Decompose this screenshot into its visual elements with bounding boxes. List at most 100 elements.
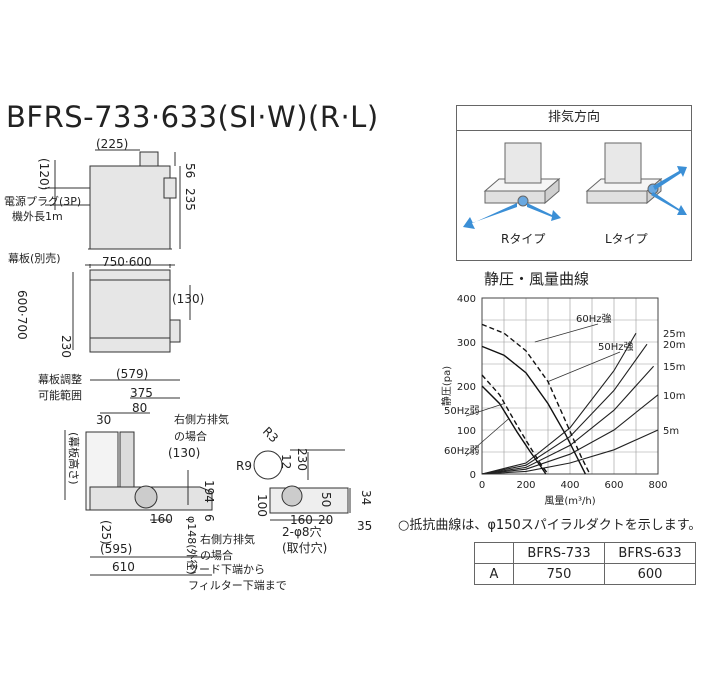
y-tick-label: 300 — [457, 338, 476, 349]
dim-35: 35 — [357, 519, 372, 533]
hood-body-top — [89, 165, 171, 250]
table-cell: 600 — [604, 563, 696, 585]
dim-width: 750·600 — [102, 255, 152, 269]
exhaust-diagrams: Rタイプ Lタイプ — [463, 142, 687, 246]
dim-56: 56 — [183, 163, 197, 178]
table-header-cell — [474, 542, 514, 564]
label-hood-1: フード下端から — [188, 563, 265, 576]
dim-595: (595) — [100, 542, 132, 556]
x-tick-label: 0 — [479, 480, 485, 491]
label-right-exhaust-3: 右側方排気 — [200, 532, 255, 546]
resistance-curve — [481, 343, 648, 475]
label-adjust-2: 可能範囲 — [38, 388, 82, 402]
label-adjust-1: 幕板調整 — [38, 372, 82, 386]
resistance-curve-label: 10m — [663, 391, 685, 402]
fan-curve-leader — [547, 351, 621, 382]
dim-375: 375 — [130, 386, 153, 400]
exhaust-direction-title: 排気方向 — [457, 106, 691, 131]
r-type-unit — [483, 142, 561, 207]
fan-curve — [481, 374, 549, 475]
duct-detail — [269, 487, 349, 514]
fan-curve-label: 50Hz弱 — [444, 405, 480, 417]
r-type-arrows — [463, 203, 561, 229]
dim-100: 100 — [255, 494, 269, 517]
dim-230b: 230 — [295, 448, 309, 471]
x-tick-label: 600 — [604, 480, 623, 491]
dim-side-130: (130) — [172, 292, 204, 306]
label-cord: 機外長1m — [12, 209, 63, 223]
label-right-exhaust-2: の場合 — [174, 429, 207, 443]
dim-230: 230 — [59, 335, 73, 358]
dim-194: 194 — [202, 480, 216, 503]
resistance-curve-label: 5m — [663, 426, 679, 437]
dim-235: 235 — [183, 188, 197, 211]
dim-160b: 160 — [290, 513, 313, 527]
l-type-arrows — [651, 166, 687, 215]
table-cell: 750 — [513, 563, 605, 585]
dim-12: 12 — [279, 454, 293, 469]
fan-curve-label: 60Hz弱 — [444, 445, 480, 457]
resistance-curve — [481, 429, 659, 475]
y-tick-label: 400 — [457, 294, 476, 305]
table-header-row: BFRS-733 BFRS-633 — [474, 542, 696, 564]
dim-120: (120) — [37, 158, 51, 190]
x-axis-label: 風量(m³/h) — [544, 495, 595, 507]
dim-160: 160 — [150, 512, 173, 526]
fan-curve-leader — [534, 323, 599, 343]
label-holes-2: (取付穴) — [282, 540, 327, 555]
fan-curve — [481, 323, 591, 475]
label-panel-height: (幕板高さ) — [67, 432, 81, 485]
resistance-curve-note: ○抵抗曲線は、φ150スパイラルダクトを示します。 — [398, 518, 701, 533]
page-title: BFRS-733·633(SI·W)(R·L) — [6, 100, 379, 134]
y-tick-label: 0 — [470, 470, 476, 481]
label-panel: 幕板(別売) — [8, 251, 61, 265]
x-tick-label: 400 — [560, 480, 579, 491]
y-tick-label: 200 — [457, 382, 476, 393]
table-header-cell: BFRS-633 — [604, 542, 696, 564]
resistance-curve-label: 15m — [663, 362, 685, 373]
resistance-curve — [481, 394, 659, 475]
y-axis-label: 静圧(pa) — [440, 366, 453, 406]
label-holes-1: 2-φ8穴 — [282, 524, 322, 539]
l-type-unit — [585, 142, 663, 205]
fan-curve-leader — [465, 418, 509, 457]
resistance-curve — [481, 365, 655, 475]
resistance-curve-label: 25m — [663, 329, 685, 340]
dim-side-130b: (130) — [168, 446, 200, 460]
label-plug: 電源プラグ(3P) — [4, 194, 81, 208]
dim-610: 610 — [112, 560, 135, 574]
dim-6: 6 — [202, 514, 216, 522]
dim-phi148: φ148(外径) — [185, 516, 198, 575]
label-right-exhaust-4: の場合 — [200, 548, 233, 562]
r-type-label: Rタイプ — [501, 232, 545, 246]
dim-34: 34 — [359, 490, 373, 505]
table-row: A 750 600 — [474, 563, 696, 585]
exhaust-direction-panel: 排気方向 Rタイプ Lタイプ — [456, 105, 692, 261]
fan-curve — [481, 385, 547, 475]
model-dimension-table: BFRS-733 BFRS-633 A 750 600 — [474, 542, 696, 585]
fan-curve — [481, 345, 587, 475]
static-pressure-airflow-chart: 0 200 400 600 800 0 100 200 300 400 風量(m³/h) 静圧(pa)… — [440, 294, 685, 507]
y-tick-label: 100 — [457, 426, 476, 437]
x-tick-label: 200 — [516, 480, 535, 491]
fan-curve-label: 60Hz強 — [576, 312, 612, 325]
dim-r3: R3 — [260, 424, 281, 445]
dim-50: 50 — [319, 492, 333, 507]
x-tick-label: 800 — [648, 480, 667, 491]
dim-top-width: (225) — [96, 137, 128, 151]
fan-curve-label: 50Hz強 — [598, 340, 634, 353]
l-type-label: Lタイプ — [605, 232, 648, 246]
table-header-cell: BFRS-733 — [513, 542, 605, 564]
hood-front — [89, 269, 171, 353]
dim-20: 20 — [318, 513, 333, 527]
fan-curve-leader — [465, 403, 505, 417]
label-right-exhaust-1: 右側方排気 — [174, 412, 229, 426]
dim-r9: R9 — [236, 459, 252, 473]
dim-25: (25) — [99, 520, 113, 545]
dim-579: (579) — [116, 367, 148, 381]
label-hood-2: フィルター下端まで — [188, 579, 287, 592]
dim-80: 80 — [132, 401, 147, 415]
table-cell: A — [474, 563, 514, 585]
resistance-curve — [481, 332, 637, 475]
